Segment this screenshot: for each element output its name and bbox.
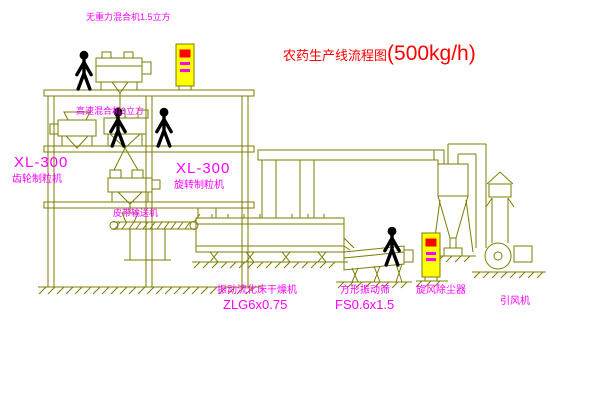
label-granulator-mid-model: XL-300 [176,160,231,177]
label-dryer-model: ZLG6x0.75 [223,297,288,312]
label-fan: 引风机 [500,296,530,307]
exhaust-stack [485,171,515,243]
label-cyclone: 旋风除尘器 [416,285,466,296]
diagram-title: 农药生产线流程图 (500kg/h) [283,42,476,66]
control-cabinet-1 [175,43,195,90]
belt-conveyor [109,213,201,261]
label-granulator-left-model: XL-300 [14,154,69,171]
ground-hatch [38,286,254,295]
vibrating-sieve [336,245,414,289]
rotary-airlock [443,247,463,257]
label-sieve-name: 方形振动筛 [340,285,390,296]
dryer-outlet-chute [343,237,355,251]
left-granulator [49,111,97,149]
top-mixer [95,51,152,112]
label-belt-conveyor: 皮带输送机 [113,208,159,218]
swing-granulator [107,169,161,223]
rain-cap [486,171,514,185]
title-text: 农药生产线流程图 [283,47,388,63]
sieve-springs [351,263,403,283]
title-capacity: (500kg/h) [387,42,476,65]
high-speed-mixer [103,109,149,171]
fan-motor [513,245,533,263]
cabinet-indicator-light [179,49,191,58]
label-sieve-model: FS0.6x1.5 [335,297,395,312]
label-granulator-left-name: 齿轮制粒机 [12,174,62,185]
dryer-springs [209,251,327,263]
cyclone-outlet-duct [447,143,487,248]
label-top-mixer: 无重力混合机1.5立方 [86,12,171,22]
label-granulator-mid-name: 旋转制粒机 [174,180,224,191]
exhaust-duct [257,149,445,219]
label-high-speed-mixer: 高速混合机3立方 [76,106,145,116]
worker-figure [75,49,93,91]
worker-figure [155,106,173,148]
label-dryer-name: 振动流化床干燥机 [217,285,297,296]
split-chute [113,147,139,171]
cabinet-indicator-light [425,238,437,247]
induced-draft-fan [472,242,546,279]
fluid-bed-dryer [192,207,355,269]
control-cabinet-2 [415,232,448,288]
worker-figure [383,225,401,267]
sieve-motor [403,249,414,263]
dryer-inlet [197,207,217,219]
